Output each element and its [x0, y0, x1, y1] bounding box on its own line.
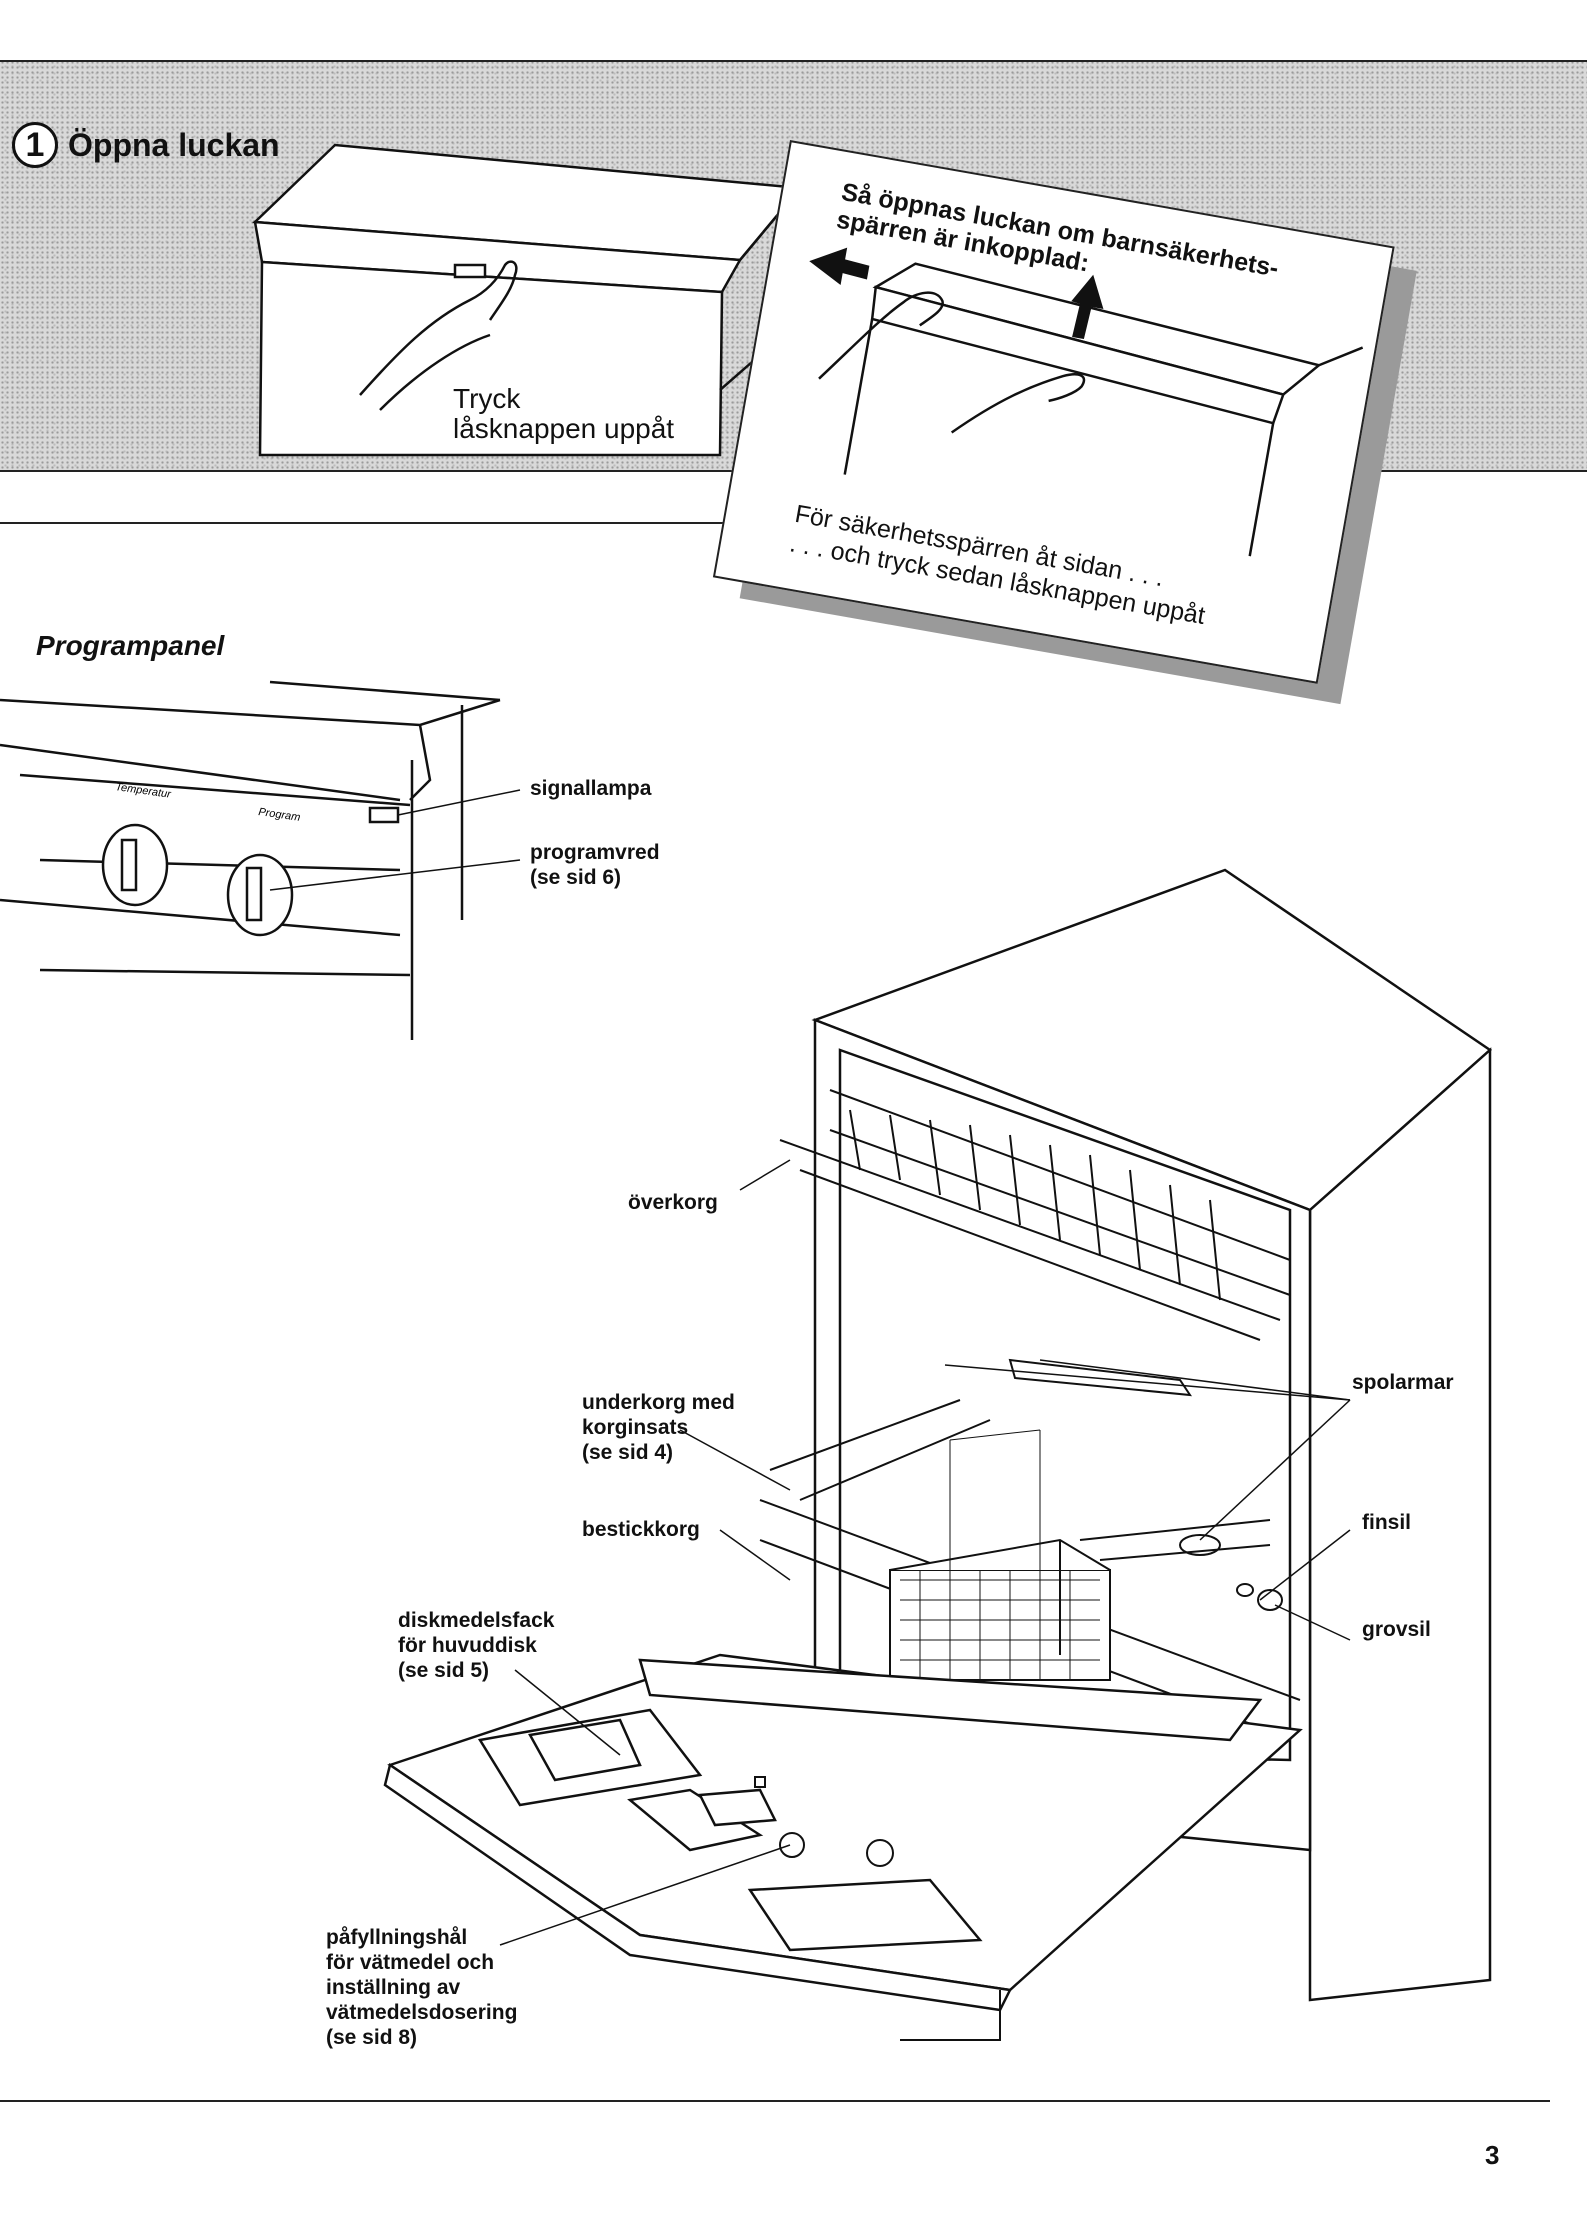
step-title: Öppna luckan	[68, 126, 280, 163]
page-number: 3	[1485, 2140, 1500, 2170]
detergent-compartment-label: diskmedelsfack för huvuddisk (se sid 5)	[398, 1609, 555, 1682]
coarse-filter-label: grovsil	[1362, 1618, 1431, 1641]
bottom-rule	[0, 2100, 1550, 2102]
program-panel-title: Programpanel	[36, 630, 225, 661]
program-knob-callout: programvred (se sid 6)	[530, 841, 660, 889]
arrow-up-icon	[1071, 274, 1104, 340]
signal-lamp-label: signallampa	[530, 777, 652, 800]
step-heading: 1 Öppna luckan	[12, 122, 280, 168]
spray-arms-label: spolarmar	[1352, 1371, 1454, 1394]
program-knob-label: Program	[258, 806, 301, 824]
child-lock-drawing	[809, 247, 1364, 557]
fine-filter-label: finsil	[1362, 1511, 1412, 1534]
step-number-badge: 1	[12, 122, 58, 168]
cutlery-basket-label: bestickkorg	[582, 1518, 700, 1541]
mid-rule	[0, 522, 800, 524]
arrow-left-icon	[809, 247, 870, 285]
lower-basket-label: underkorg med korginsats (se sid 4)	[582, 1391, 735, 1464]
child-lock-card: Så öppnas luckan om barnsäkerhets- spärr…	[696, 140, 1417, 778]
rinse-aid-hole-label: påfyllningshål för vätmedel och inställn…	[326, 1926, 518, 2049]
top-rule	[0, 60, 1587, 62]
upper-basket-label: överkorg	[628, 1191, 718, 1214]
open-door-caption: Tryck låsknappen uppåt	[447, 384, 681, 444]
